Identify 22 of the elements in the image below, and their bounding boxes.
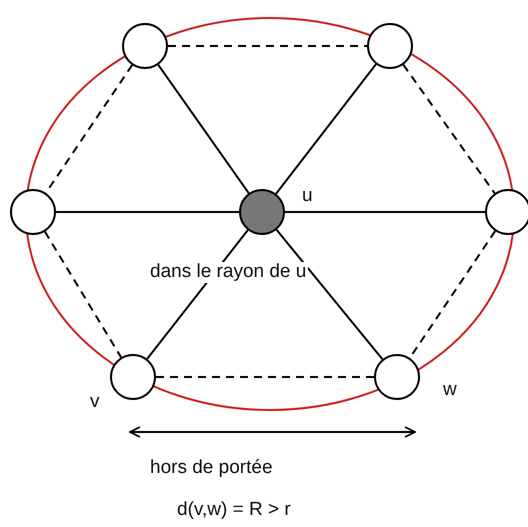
node-circle xyxy=(485,189,528,235)
line xyxy=(56,211,239,213)
dashed-line xyxy=(156,376,374,378)
dashed-line xyxy=(402,64,496,194)
line xyxy=(276,229,384,360)
text-label: hors de portée xyxy=(150,458,273,479)
node-circle xyxy=(110,354,156,400)
line xyxy=(157,64,250,194)
node-circle xyxy=(10,189,56,235)
node-label: v xyxy=(90,392,100,413)
line xyxy=(285,211,485,213)
node-circle xyxy=(374,354,420,400)
text-label: d(v,w) = R > r xyxy=(177,500,291,521)
dashed-line xyxy=(168,45,367,47)
node-label: w xyxy=(443,380,457,401)
node-label: u xyxy=(302,186,313,207)
node-circle xyxy=(122,23,168,69)
node-circle xyxy=(239,189,285,235)
dashed-line xyxy=(44,231,122,358)
text-label: dans le rayon de u xyxy=(148,262,308,283)
node-circle xyxy=(367,23,413,69)
line xyxy=(275,64,377,194)
